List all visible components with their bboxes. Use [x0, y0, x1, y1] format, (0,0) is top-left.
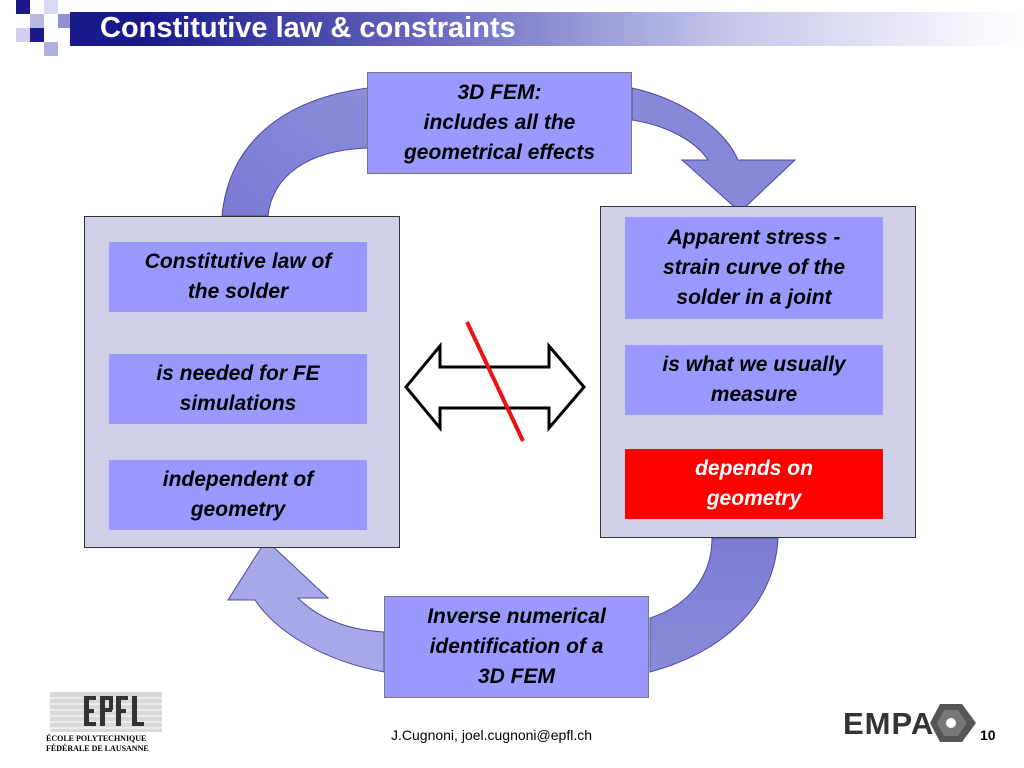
page-number: 10	[980, 727, 996, 743]
title-band	[70, 12, 1024, 46]
strike-line	[465, 321, 525, 442]
double-arrow-icon	[404, 341, 586, 433]
right-box-2-line-2: measure	[710, 383, 798, 406]
epfl-logo	[50, 692, 162, 732]
arc-arrow-bottom-left	[227, 539, 385, 673]
left-box-constitutive-law: Constitutive law of the solder	[109, 242, 367, 312]
slide-title: Constitutive law & constraints	[100, 12, 516, 44]
right-box-usually-measure: is what we usually measure	[625, 345, 883, 415]
right-box-3-line-2: geometry	[706, 487, 802, 510]
footer-author: J.Cugnoni, joel.cugnoni@epfl.ch	[391, 727, 593, 743]
left-box-needed-for-fe: is needed for FE simulations	[109, 354, 367, 424]
top-box-3d-fem: 3D FEM: includes all the geometrical eff…	[367, 72, 632, 174]
arc-arrow-bottom-right	[649, 537, 779, 673]
arc-arrow-top-left	[221, 87, 369, 217]
top-box-line-2: includes all the	[423, 111, 576, 134]
right-box-1-line-1: Apparent stress -	[667, 226, 841, 249]
left-box-1-line-2: the solder	[187, 280, 289, 303]
bottom-box-line-2: identification of a	[429, 635, 604, 658]
bottom-box-line-1: Inverse numerical	[427, 605, 606, 628]
right-box-1-line-3: solder in a joint	[676, 286, 832, 309]
bottom-box-line-3: 3D FEM	[477, 665, 555, 688]
left-box-2-line-2: simulations	[179, 392, 297, 415]
left-box-independent: independent of geometry	[109, 460, 367, 530]
left-box-3-line-1: independent of	[162, 468, 314, 491]
right-box-1-line-2: strain curve of the	[662, 256, 846, 279]
right-box-apparent-stress: Apparent stress - strain curve of the so…	[625, 217, 883, 319]
epfl-tagline-2: FÉDÉRALE DE LAUSANNE	[46, 744, 149, 753]
right-box-2-line-1: is what we usually	[662, 353, 846, 376]
top-box-line-1: 3D FEM:	[457, 81, 542, 104]
empa-logo-text: EMPA	[843, 706, 935, 741]
left-box-3-line-2: geometry	[190, 498, 286, 521]
empa-logo-shield	[930, 704, 976, 742]
top-box-line-3: geometrical effects	[403, 141, 596, 164]
title-decoration-squares	[16, 0, 72, 56]
arc-arrow-top-right	[631, 87, 797, 213]
bottom-box-inverse-identification: Inverse numerical identification of a 3D…	[384, 596, 649, 698]
left-box-2-line-1: is needed for FE	[156, 362, 320, 385]
left-box-1-line-1: Constitutive law of	[144, 250, 332, 273]
right-box-depends-on-geometry: depends on geometry	[625, 449, 883, 519]
right-box-3-line-1: depends on	[695, 457, 813, 480]
epfl-tagline-1: ÉCOLE POLYTECHNIQUE	[46, 734, 147, 743]
